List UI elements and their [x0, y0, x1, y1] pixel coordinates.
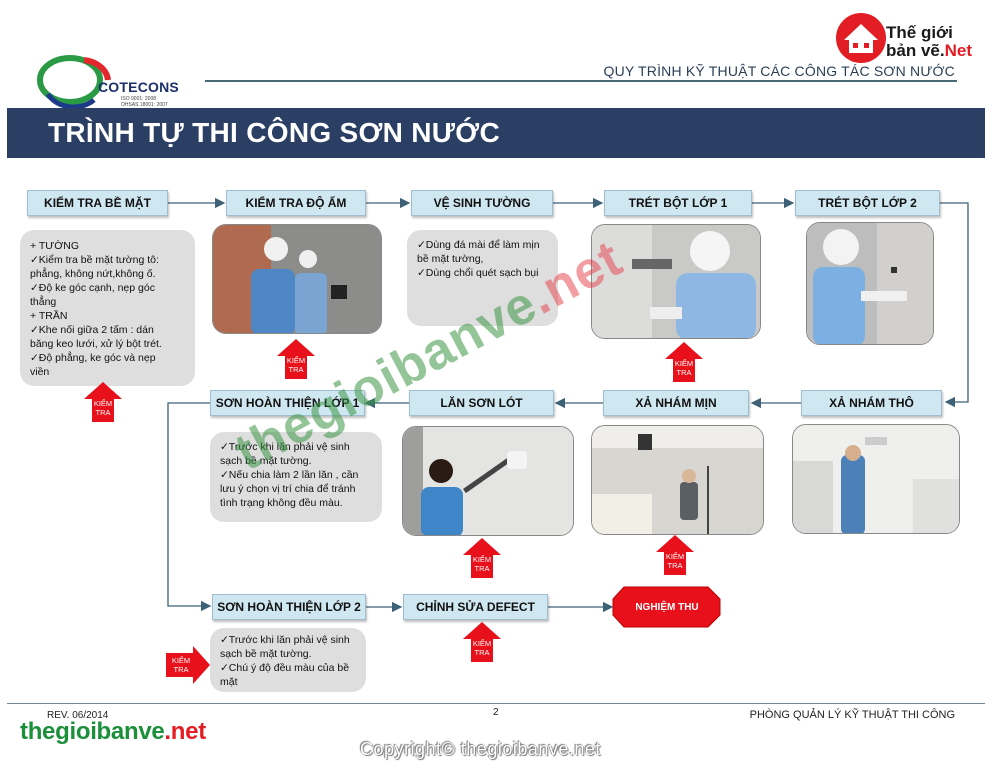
step-putty-coat-1: TRÉT BỘT LỚP 1 [604, 190, 752, 216]
up-arrow-icon [463, 538, 501, 578]
step-wall-cleaning: VỆ SINH TƯỜNG [411, 190, 553, 216]
final-inspection-octagon [612, 586, 721, 628]
document-subtitle: QUY TRÌNH KỸ THUẬT CÁC CÔNG TÁC SƠN NƯỚC [603, 63, 955, 79]
title-banner [7, 108, 985, 158]
brand-name: Thế giới bản vẽ.Net [886, 23, 972, 60]
up-arrow-icon [84, 382, 122, 422]
step-finish-coat-2: SƠN HOÀN THIỆN LỚP 2 [212, 594, 366, 620]
site-logo-text: thegioibanve.net [20, 718, 206, 745]
step-surface-check: KIỂM TRA BỀ MẶT [27, 190, 168, 216]
up-arrow-icon [463, 622, 501, 662]
step-defect-fixing: CHỈNH SỬA DEFECT [403, 594, 548, 620]
arrow-s9-s10 [167, 402, 212, 612]
arrow-s5-s6 [940, 202, 969, 408]
copyright-text: Copyright© thegioibanve.net [360, 739, 601, 759]
step-primer-coat: LĂN SƠN LÓT [409, 390, 554, 416]
right-arrow-icon [166, 646, 210, 684]
footer-divider [7, 703, 985, 704]
photo-fine-sanding [591, 425, 764, 535]
revision-label: REV. 06/2014 [47, 710, 109, 721]
photo-primer-coat [402, 426, 574, 536]
page-number: 2 [493, 707, 499, 718]
company-name: COTECONS [98, 79, 179, 95]
step-putty-coat-2: TRÉT BỘT LỚP 2 [795, 190, 940, 216]
note-wall-cleaning: ✓Dùng đá mài để làm mịn bề mặt tường, ✓D… [407, 230, 558, 326]
step-moisture-check: KIỂM TRA ĐỘ ẨM [226, 190, 366, 216]
department-label: PHÒNG QUẢN LÝ KỸ THUẬT THI CÔNG [749, 709, 955, 721]
up-arrow-icon [277, 339, 315, 379]
photo-rough-sanding [792, 424, 960, 534]
photo-putty-coat-1 [591, 224, 761, 339]
photo-putty-coat-2 [806, 222, 934, 345]
step-fine-sanding: XẢ NHÁM MỊN [603, 390, 749, 416]
step-rough-sanding: XẢ NHÁM THÔ [801, 390, 942, 416]
final-inspection-label: NGHIỆM THU [635, 601, 699, 613]
up-arrow-icon [656, 535, 694, 575]
step-finish-coat-1: SƠN HOÀN THIỆN LỚP 1 [210, 390, 365, 416]
photo-moisture-check [212, 224, 382, 334]
note-finish-coat-2: ✓Trước khi lăn phải vệ sinh sạch bề mặt … [210, 628, 366, 692]
house-icon [836, 13, 886, 63]
page-title: TRÌNH TỰ THI CÔNG SƠN NƯỚC [48, 117, 501, 148]
iso-certification: ISO 9001: 2008 OHSAS 18001: 2007 [121, 96, 168, 108]
note-finish-coat-1: ✓Trước khi lăn phải vệ sinh sạch bề mặt … [210, 432, 382, 522]
note-surface-check: + TƯỜNG ✓Kiểm tra bề mặt tường tô: phẳng… [20, 230, 195, 386]
cotecons-logo-mark [37, 55, 111, 108]
header-divider [205, 80, 957, 82]
up-arrow-icon [665, 342, 703, 382]
